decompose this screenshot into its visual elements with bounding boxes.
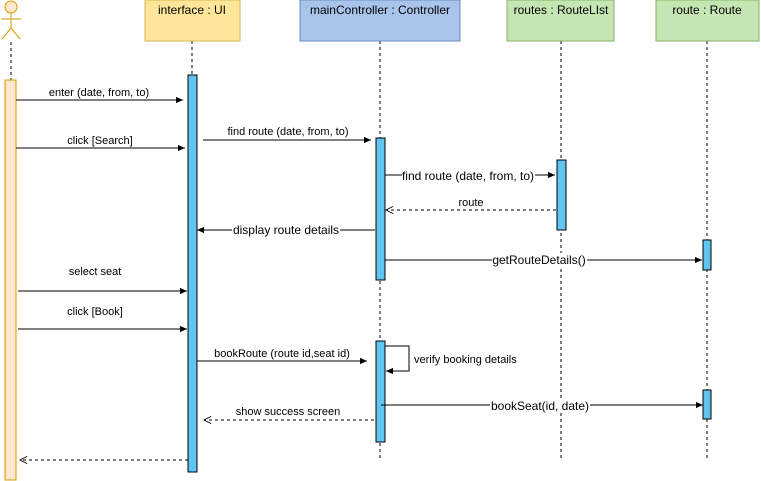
message-display-route-details-label: display route details (233, 223, 339, 237)
participant-routes-label: routes : RouteLIst (514, 3, 609, 17)
participant-controller: mainController : Controller (299, 0, 461, 42)
message-enter-label: enter (date, from, to) (49, 87, 149, 99)
message-click-search: click [Search] (16, 135, 185, 152)
message-show-success-label: show success screen (236, 406, 341, 418)
message-verify-booking-self: verify booking details (385, 345, 517, 375)
message-find-route-ui: find route (date, from, to) (203, 126, 371, 144)
message-get-route-details-label: getRouteDetails() (492, 253, 585, 267)
message-click-book-label: click [Book] (67, 306, 123, 318)
participant-route-label: route : Route (672, 3, 742, 17)
message-verify-booking-label: verify booking details (414, 354, 517, 366)
message-select-seat-label: select seat (69, 266, 122, 278)
message-find-route-controller-label: find route (date, from, to) (402, 169, 534, 183)
ui-activation (187, 74, 198, 473)
participant-ui: interface : UI (144, 0, 241, 42)
participant-controller-label: mainController : Controller (310, 3, 450, 17)
route-activation-1 (702, 239, 712, 271)
message-get-route-details: getRouteDetails() (385, 253, 702, 267)
message-find-route-controller: find route (date, from, to) (385, 169, 555, 183)
participant-ui-label: interface : UI (158, 3, 226, 17)
message-book-route-label: bookRoute (route id,seat id) (214, 348, 350, 360)
controller-activation-2 (375, 340, 386, 443)
message-book-route: bookRoute (route id,seat id) (197, 348, 367, 365)
message-select-seat: select seat (18, 266, 187, 295)
participant-routes: routes : RouteLIst (506, 0, 615, 42)
actor-icon (1, 0, 21, 40)
actor-activation (4, 79, 17, 481)
message-route-return-label: route (458, 197, 483, 209)
route-activation-2 (702, 389, 712, 420)
participant-route: route : Route (655, 0, 760, 42)
message-book-seat-label: bookSeat(id, date) (491, 399, 589, 413)
message-click-search-label: click [Search] (67, 135, 132, 147)
routes-activation (556, 159, 567, 231)
message-enter: enter (date, from, to) (16, 87, 183, 104)
message-book-seat: bookSeat(id, date) (381, 398, 703, 413)
message-find-route-ui-label: find route (date, from, to) (227, 126, 348, 138)
message-click-book: click [Book] (18, 306, 187, 333)
controller-activation-1 (375, 137, 386, 281)
message-display-route-details: display route details (197, 223, 375, 237)
message-route-return: route (386, 197, 556, 210)
message-show-success: show success screen (204, 406, 374, 420)
